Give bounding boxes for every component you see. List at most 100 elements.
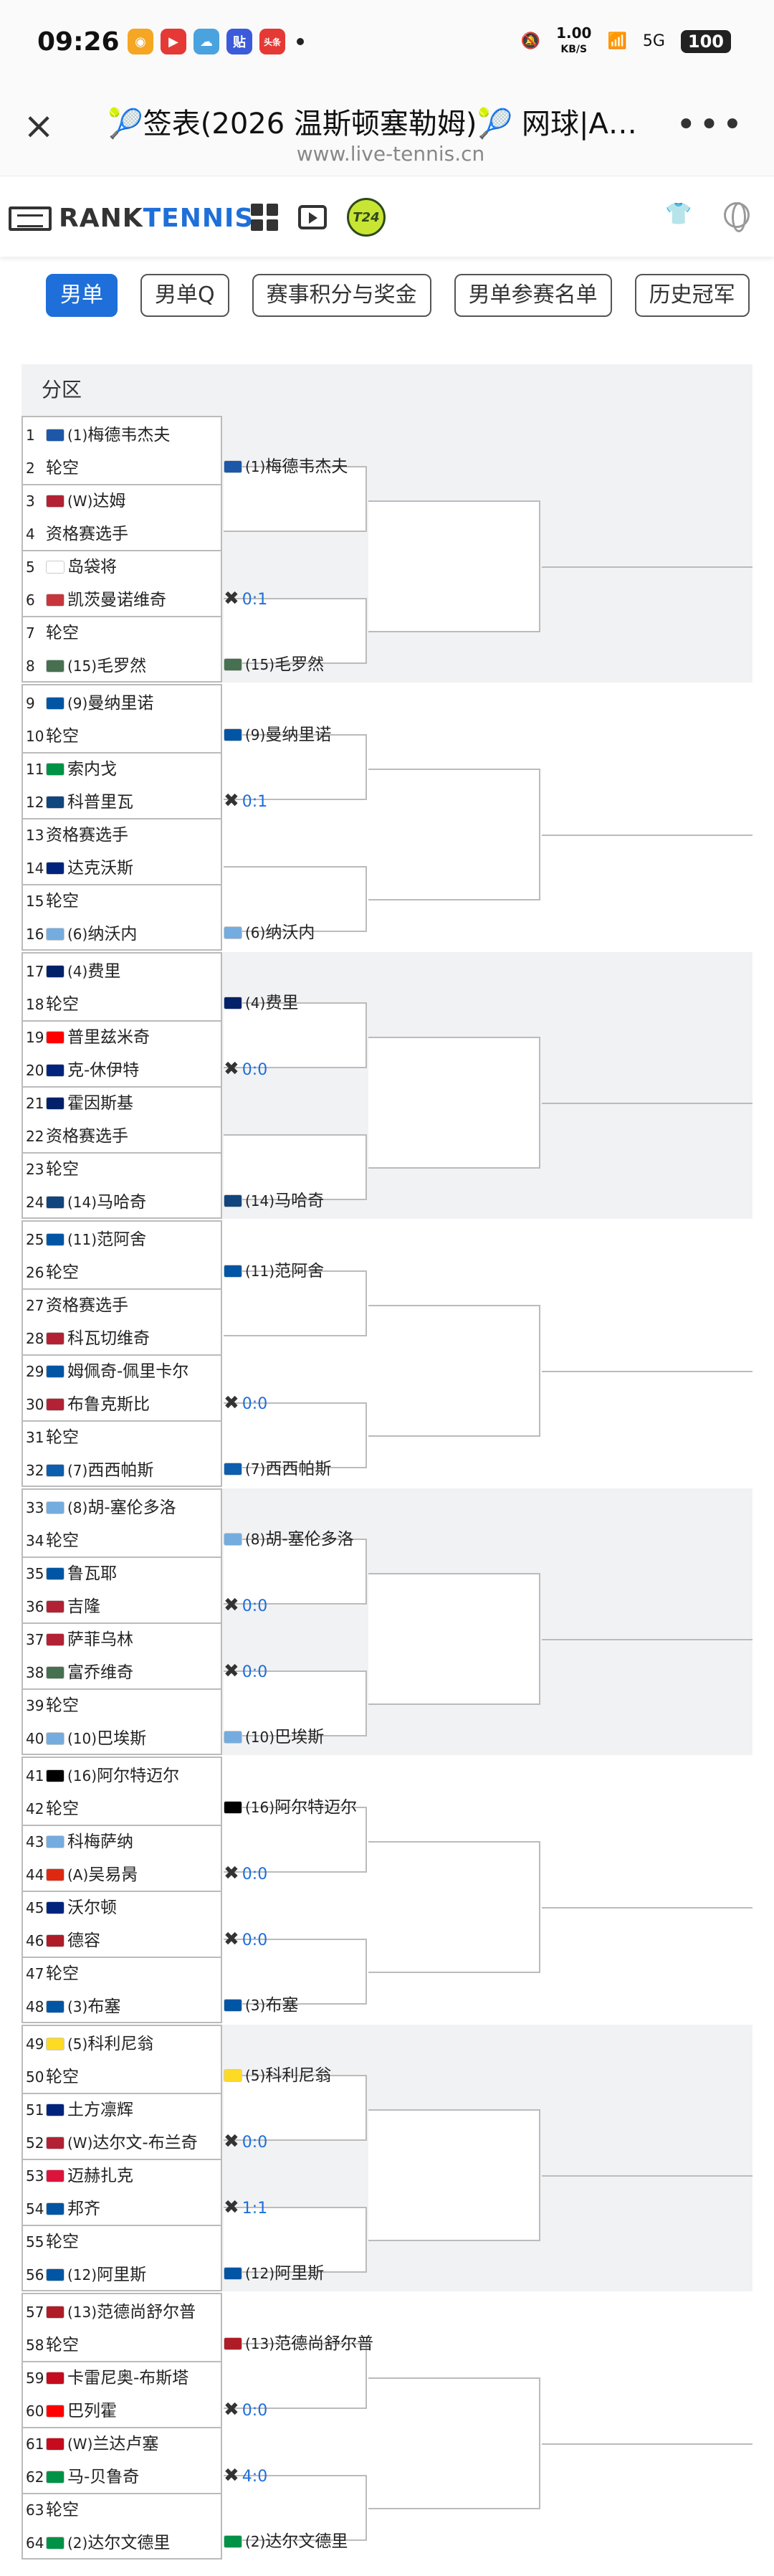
player-row[interactable]: 1(1)梅德韦杰夫 bbox=[26, 419, 219, 452]
player-row[interactable]: 33(8)胡-塞伦多洛 bbox=[26, 1491, 219, 1524]
second-round-entry[interactable]: (15)毛罗然 bbox=[224, 648, 510, 681]
second-round-entry[interactable]: ✖1:1 bbox=[224, 2191, 510, 2224]
h2h-score[interactable]: 0:0 bbox=[242, 2402, 268, 2420]
h2h-score[interactable]: 1:1 bbox=[242, 2200, 268, 2218]
h2h-score[interactable]: 0:0 bbox=[242, 2134, 268, 2152]
second-round-entry[interactable]: (8)胡-塞伦多洛 bbox=[224, 1523, 510, 1556]
second-round-entry[interactable]: (5)科利尼翁 bbox=[224, 2059, 510, 2092]
close-icon[interactable]: × bbox=[23, 105, 54, 148]
second-round-entry[interactable]: ✖0:0 bbox=[224, 1923, 510, 1956]
second-round-entry[interactable]: ✖0:0 bbox=[224, 1387, 510, 1420]
tab-mens-qualifying[interactable]: 男单Q bbox=[140, 274, 229, 317]
player-row[interactable]: 64(2)达尔文德里 bbox=[26, 2527, 219, 2560]
video-icon[interactable] bbox=[298, 205, 327, 229]
site-logo[interactable]: RANKTENNIS bbox=[9, 204, 254, 233]
second-round-entry[interactable]: ✖0:0 bbox=[224, 1589, 510, 1622]
player-row[interactable]: 57(13)范德尚舒尔普 bbox=[26, 2296, 219, 2329]
second-round-entry[interactable]: ✖0:0 bbox=[224, 2393, 510, 2426]
more-menu-icon[interactable]: ••• bbox=[676, 105, 745, 145]
second-round-entry[interactable]: (16)阿尔特迈尔 bbox=[224, 1791, 510, 1824]
second-round-entry[interactable]: (4)费里 bbox=[224, 987, 510, 1020]
player-row[interactable]: 44(A)吴易昺 bbox=[26, 1858, 219, 1891]
second-round-entry[interactable]: ✖0:0 bbox=[224, 1655, 510, 1688]
second-round-entry[interactable]: ✖0:1 bbox=[224, 784, 510, 817]
player-row[interactable]: 24(14)马哈奇 bbox=[26, 1186, 219, 1219]
h2h-score[interactable]: 0:0 bbox=[242, 1866, 268, 1883]
second-round-entry[interactable]: (2)达尔文德里 bbox=[224, 2525, 510, 2558]
tab-points-prize[interactable]: 赛事积分与奖金 bbox=[252, 274, 431, 317]
second-round-entry[interactable]: (13)范德尚舒尔普 bbox=[224, 2327, 510, 2360]
second-round-entry[interactable]: (7)西西帕斯 bbox=[224, 1453, 510, 1486]
player-row[interactable]: 49(5)科利尼翁 bbox=[26, 2028, 219, 2061]
second-round-entry[interactable]: (12)阿里斯 bbox=[224, 2257, 510, 2290]
player-row[interactable]: 3(W)达姆 bbox=[26, 485, 219, 518]
h2h-score[interactable]: 4:0 bbox=[242, 2468, 268, 2486]
second-round-entry[interactable]: ✖0:0 bbox=[224, 1052, 510, 1085]
h2h-score[interactable]: 0:1 bbox=[242, 793, 268, 811]
second-round-entry[interactable]: (3)布塞 bbox=[224, 1989, 510, 2022]
second-round-entry[interactable]: (14)马哈奇 bbox=[224, 1184, 510, 1217]
second-round-entry[interactable]: ✖4:0 bbox=[224, 2459, 510, 2492]
grid-menu-icon[interactable] bbox=[251, 204, 278, 231]
t24-badge[interactable]: T24 bbox=[347, 198, 386, 237]
h2h-score[interactable]: 0:0 bbox=[242, 1931, 268, 1949]
player-row[interactable]: 61(W)兰达卢塞 bbox=[26, 2428, 219, 2461]
second-round-entry[interactable]: ✖0:0 bbox=[224, 1857, 510, 1890]
player-row[interactable]: 48(3)布塞 bbox=[26, 1990, 219, 2023]
tab-past-champions[interactable]: 历史冠军 bbox=[634, 274, 750, 317]
h2h-score[interactable]: 0:0 bbox=[242, 1663, 268, 1681]
second-round-entry[interactable]: (1)梅德韦杰夫 bbox=[224, 450, 510, 483]
second-round-entry[interactable]: (11)范阿舍 bbox=[224, 1255, 510, 1288]
player-row[interactable]: 32(7)西西帕斯 bbox=[26, 1454, 219, 1487]
player-row[interactable]: 56(12)阿里斯 bbox=[26, 2258, 219, 2291]
player-row[interactable]: 16(6)纳沃内 bbox=[26, 918, 219, 951]
second-round-entry[interactable]: (9)曼纳里诺 bbox=[224, 718, 510, 751]
player-row[interactable]: 25(11)范阿舍 bbox=[26, 1223, 219, 1256]
player-row[interactable]: 41(16)阿尔特迈尔 bbox=[26, 1759, 219, 1792]
player-row[interactable]: 17(4)费里 bbox=[26, 955, 219, 988]
player-row[interactable]: 52(W)达尔文-布兰奇 bbox=[26, 2126, 219, 2159]
second-round-entry[interactable]: ✖0:0 bbox=[224, 2125, 510, 2158]
tab-mens-singles[interactable]: 男单 bbox=[46, 274, 118, 317]
shirt-icon[interactable]: 👕 bbox=[665, 201, 692, 227]
player-row[interactable]: 40(10)巴埃斯 bbox=[26, 1722, 219, 1755]
h2h-score[interactable]: 0:0 bbox=[242, 1395, 268, 1413]
h2h-score[interactable]: 0:0 bbox=[242, 1061, 268, 1079]
